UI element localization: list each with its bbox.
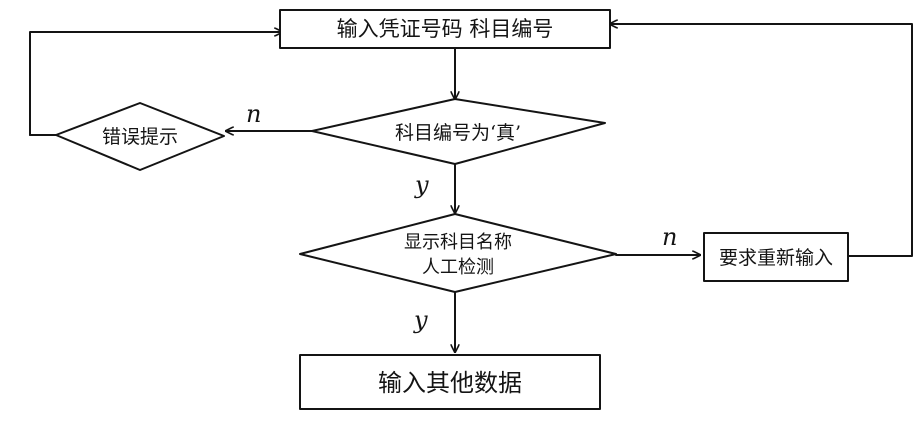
decision-diamond xyxy=(311,98,606,165)
error-prompt-label: 错误提示 xyxy=(102,126,178,148)
condition-labels: n y n y xyxy=(246,100,677,334)
node-input-other: 输入其他数据 xyxy=(299,354,601,410)
check-code-label: 科目编号为‘真’ xyxy=(395,122,521,144)
node-show-check: 显示科目名称 人工检测 xyxy=(299,213,617,293)
node-error-prompt: 错误提示 xyxy=(55,102,225,171)
condition-no-error: n xyxy=(246,100,261,128)
condition-yes-show: y xyxy=(414,171,429,199)
node-reenter: 要求重新输入 xyxy=(703,232,849,282)
input-other-label: 输入其他数据 xyxy=(378,369,522,397)
arrow-error-loop-to-input xyxy=(29,32,283,136)
node-input-voucher: 输入凭证号码 科目编号 xyxy=(279,9,611,49)
process-box xyxy=(279,9,611,49)
show-check-label-line1: 显示科目名称 xyxy=(404,232,512,253)
reenter-label: 要求重新输入 xyxy=(719,247,833,269)
decision-diamond xyxy=(55,102,225,171)
input-voucher-label: 输入凭证号码 科目编号 xyxy=(337,17,554,41)
arrow-reenter-loop-to-input xyxy=(609,24,913,257)
node-check-code: 科目编号为‘真’ xyxy=(311,98,606,165)
condition-yes-other: y xyxy=(413,306,428,334)
process-box xyxy=(299,354,601,410)
condition-no-reenter: n xyxy=(662,223,677,251)
show-check-label-line2: 人工检测 xyxy=(422,257,494,278)
decision-diamond xyxy=(299,213,617,293)
connectors xyxy=(29,24,913,353)
process-box xyxy=(703,232,849,282)
